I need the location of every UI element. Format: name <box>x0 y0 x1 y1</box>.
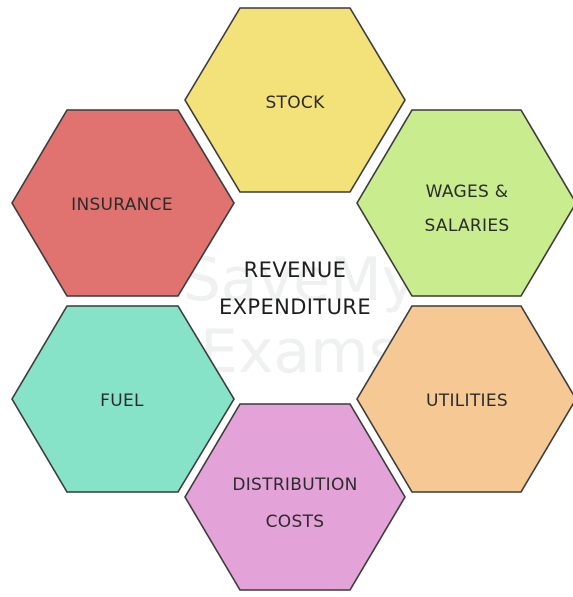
hexagon-fuel: FUEL <box>11 305 235 493</box>
hexagon-wages-salaries: WAGES & SALARIES <box>356 109 573 297</box>
hexagon-utilities: UTILITIES <box>356 305 573 493</box>
hexagon-insurance-label: INSURANCE <box>71 195 173 215</box>
hexagon-fuel-shape <box>11 305 235 493</box>
hexagon-distribution-costs-label-line1: DISTRIBUTION <box>232 475 357 495</box>
hexagon-stock: STOCK <box>184 7 406 193</box>
watermark-line2: Exams <box>200 317 400 387</box>
hexagon-distribution-costs-label-line2: COSTS <box>266 512 325 532</box>
watermark-line1: SaveMy <box>183 245 418 315</box>
hexagon-stock-shape <box>184 7 406 193</box>
hexagon-utilities-label: UTILITIES <box>426 391 508 411</box>
hexagon-wages-salaries-label-line2: SALARIES <box>425 216 510 236</box>
watermark: SaveMy Exams <box>183 245 418 387</box>
hexagon-insurance: INSURANCE <box>11 109 235 297</box>
center-label-line2: EXPENDITURE <box>219 295 371 319</box>
hexagon-insurance-shape <box>11 109 235 297</box>
hexagon-wages-salaries-shape <box>356 109 573 297</box>
hexagon-wages-salaries-label-line1: WAGES & <box>426 182 509 202</box>
center-label: REVENUE EXPENDITURE <box>219 258 371 319</box>
hexagon-distribution-costs: DISTRIBUTION COSTS <box>184 403 406 591</box>
hexagon-utilities-shape <box>356 305 573 493</box>
hexagon-stock-label: STOCK <box>265 93 325 113</box>
hexagon-fuel-label: FUEL <box>100 391 144 411</box>
center-label-line1: REVENUE <box>244 258 347 282</box>
hexagon-distribution-costs-shape <box>184 403 406 591</box>
